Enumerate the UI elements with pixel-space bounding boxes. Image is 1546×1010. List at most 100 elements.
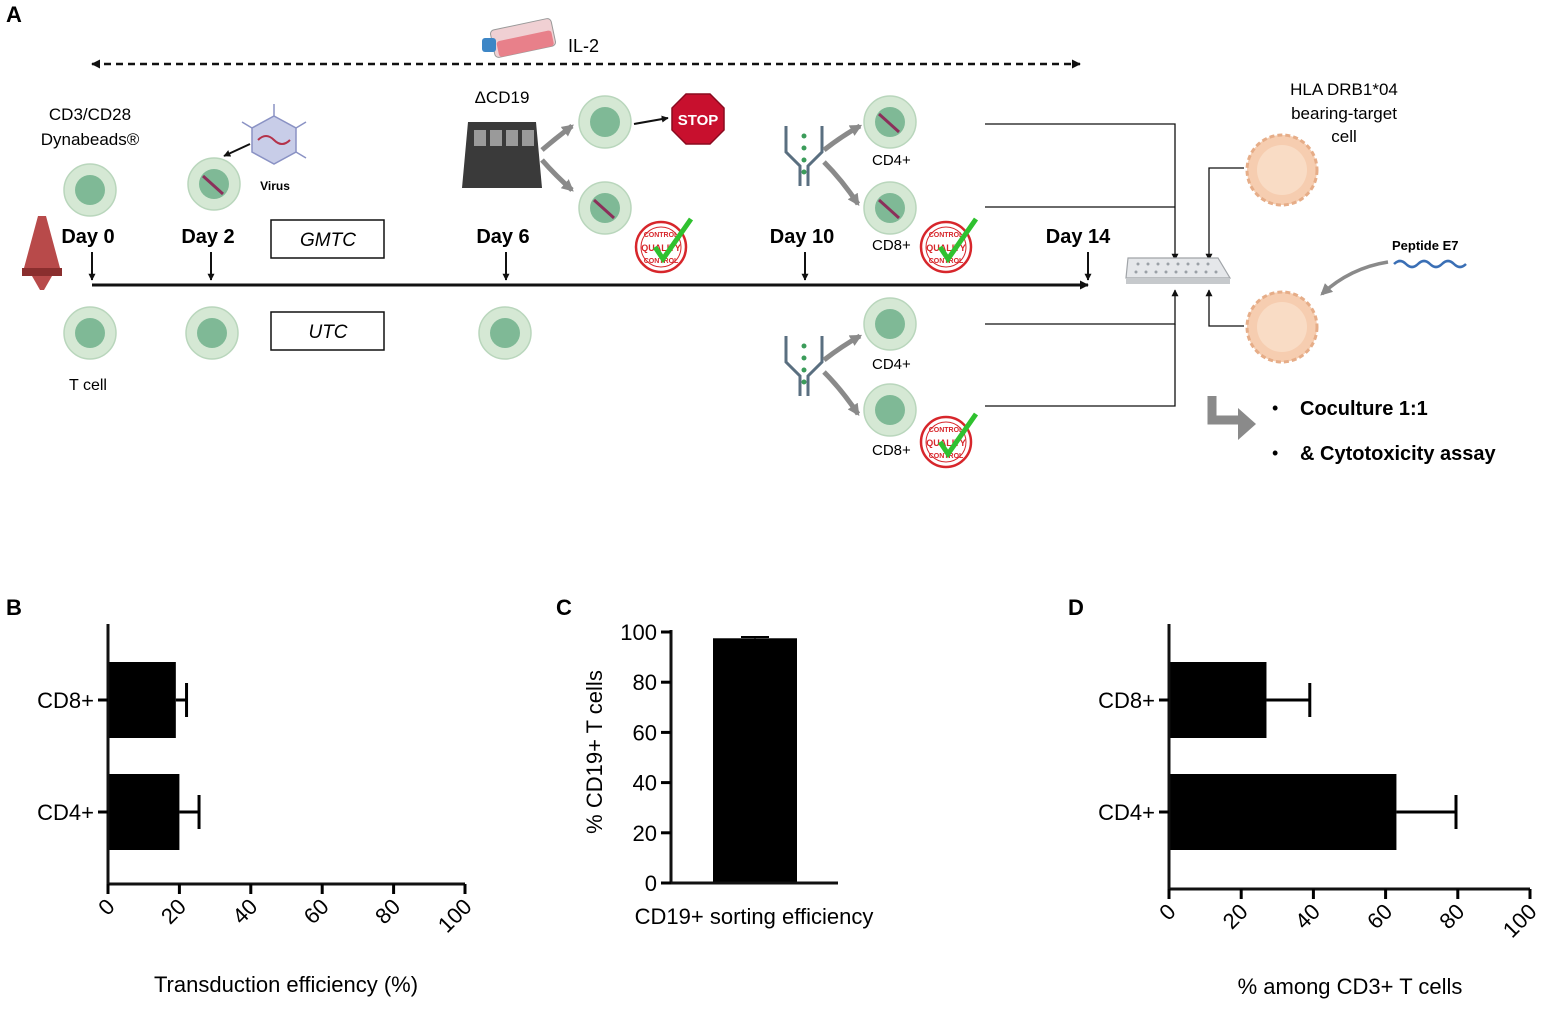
panel-b-label: B	[6, 595, 22, 620]
gmtc-box	[270, 219, 385, 259]
column-arrow-cd8-bottom	[822, 370, 861, 416]
sorting-column-icon	[784, 336, 824, 396]
panel-c-bars	[713, 636, 797, 883]
panel-d-x-tick-label: 20	[1218, 899, 1253, 934]
panel-b-category-label: CD4+	[37, 800, 94, 825]
panel-d-x-tick-label: 40	[1290, 899, 1325, 934]
panel-d-x-tick-label: 60	[1362, 899, 1397, 934]
delta-cd19-label: ΔCD19	[475, 88, 530, 107]
panel-d-category-label: CD4+	[1098, 800, 1155, 825]
well-plate-icon	[1125, 257, 1232, 284]
panel-d-x-tick-label: 0	[1154, 899, 1180, 925]
panel-c-bar	[713, 638, 797, 883]
sort-arrow-up	[540, 124, 574, 152]
panel-c-y-tick-label: 40	[633, 771, 657, 796]
t-cell-day0-top	[63, 163, 117, 217]
quality-control-stamp-icon: CONTROL QUALITY CONTROL	[919, 217, 979, 274]
panel-d-label: D	[1068, 595, 1084, 620]
panel-b-x-tick-label: 40	[227, 894, 262, 929]
target-cell-peptide-icon	[1245, 290, 1319, 364]
day2-label: Day 2	[181, 226, 234, 248]
panel-c-y-tick-label: 60	[633, 720, 657, 745]
qc-stamp-text-top: CONTROL	[644, 232, 679, 239]
target-cell-icon	[1245, 133, 1319, 207]
peptide-arrow	[1320, 260, 1389, 296]
target-cell-label-line3: cell	[1331, 127, 1357, 146]
panel-d-bar-CD4+	[1169, 774, 1397, 850]
dynabeads-label-line2: Dynabeads®	[41, 130, 140, 149]
day14-label: Day 14	[1046, 226, 1111, 248]
column-arrow-cd8-top	[822, 160, 861, 206]
il2-label: IL-2	[568, 36, 599, 56]
output-arrow-head	[1238, 408, 1256, 440]
unsorted-cell-day6	[578, 95, 632, 149]
stop-sign-icon	[671, 93, 725, 145]
magnetic-sorter-icon	[462, 122, 542, 188]
gmtc-label: GMTC	[300, 230, 356, 251]
panel-c-category: CD19+ sorting efficiency	[635, 904, 874, 929]
utc-label: UTC	[308, 322, 347, 343]
panel-c-y-tick-label: 80	[633, 670, 657, 695]
quality-control-stamp-icon: CONTROL QUALITY CONTROL	[919, 412, 979, 469]
flask-icon	[482, 18, 556, 58]
cd4-utc-cell	[863, 297, 917, 351]
sorting-column-icon	[784, 126, 824, 186]
virus-icon	[241, 104, 307, 165]
panel-d-category-label: CD8+	[1098, 688, 1155, 713]
panel-c-label: C	[556, 595, 572, 620]
target-cell-label-line2: bearing-target	[1291, 104, 1397, 123]
connector-cd8-utc	[985, 324, 1176, 407]
qc-stamp-text-bottom: CONTROL	[929, 453, 964, 460]
bullet-coculture: Coculture 1:1	[1300, 398, 1428, 420]
day10-label: Day 10	[770, 226, 835, 248]
qc-stamp-text-middle: QUALITY	[926, 243, 966, 253]
t-cell-day6-bottom	[478, 306, 532, 360]
output-arrow	[1207, 396, 1240, 425]
connector-target-top	[1205, 167, 1244, 261]
bullet-dot: •	[1272, 443, 1278, 463]
column-arrow-cd4-top	[822, 123, 863, 152]
panel-c-y-tick-label: 0	[645, 871, 657, 896]
panel-b-bar-CD4+	[108, 774, 180, 850]
panel-d-x-tick-label: 80	[1434, 899, 1469, 934]
panel-b-x-tick-label: 100	[433, 894, 477, 938]
sorted-cell-day6	[578, 181, 632, 235]
panel-d-xlabel: % among CD3+ T cells	[1238, 974, 1463, 999]
connector-cd4-gmtc	[985, 123, 1179, 261]
column-arrow-cd4-bottom	[822, 333, 863, 362]
stop-arrow	[633, 115, 669, 125]
panel-d-bars	[1169, 662, 1458, 850]
cd8-utc-cell	[863, 383, 917, 437]
stop-label: STOP	[678, 112, 719, 129]
quality-control-stamp-icon: CONTROL QUALITY CONTROL	[634, 217, 694, 274]
bullet-cytotoxicity: & Cytotoxicity assay	[1300, 443, 1497, 465]
qc-stamp-text-middle: QUALITY	[641, 243, 681, 253]
blood-tube-icon	[22, 216, 62, 290]
sort-arrow-down	[540, 158, 574, 192]
qc-stamp-text-top: CONTROL	[929, 232, 964, 239]
t-cell-day2-bottom	[185, 306, 239, 360]
connector-target-bottom	[1205, 289, 1244, 327]
panel-d-categories: CD8+ CD4+	[1098, 688, 1169, 825]
t-cell-label: T cell	[69, 377, 107, 394]
day0-label: Day 0	[61, 226, 114, 248]
peptide-icon	[1393, 259, 1467, 269]
panel-d-bar-CD8+	[1169, 662, 1267, 738]
panel-b-bar-CD8+	[108, 662, 176, 738]
virus-arrow	[223, 143, 251, 157]
t-cell-day0-bottom	[63, 306, 117, 360]
virus-label: Virus	[260, 179, 290, 193]
qc-stamp-text-middle: QUALITY	[926, 438, 966, 448]
panel-c-y-tick-label: 20	[633, 821, 657, 846]
panel-b-bars	[108, 662, 201, 850]
cd8-bottom-label: CD8+	[872, 442, 911, 459]
transduced-cell-day2	[187, 157, 241, 211]
cd4-top-label: CD4+	[872, 152, 911, 169]
